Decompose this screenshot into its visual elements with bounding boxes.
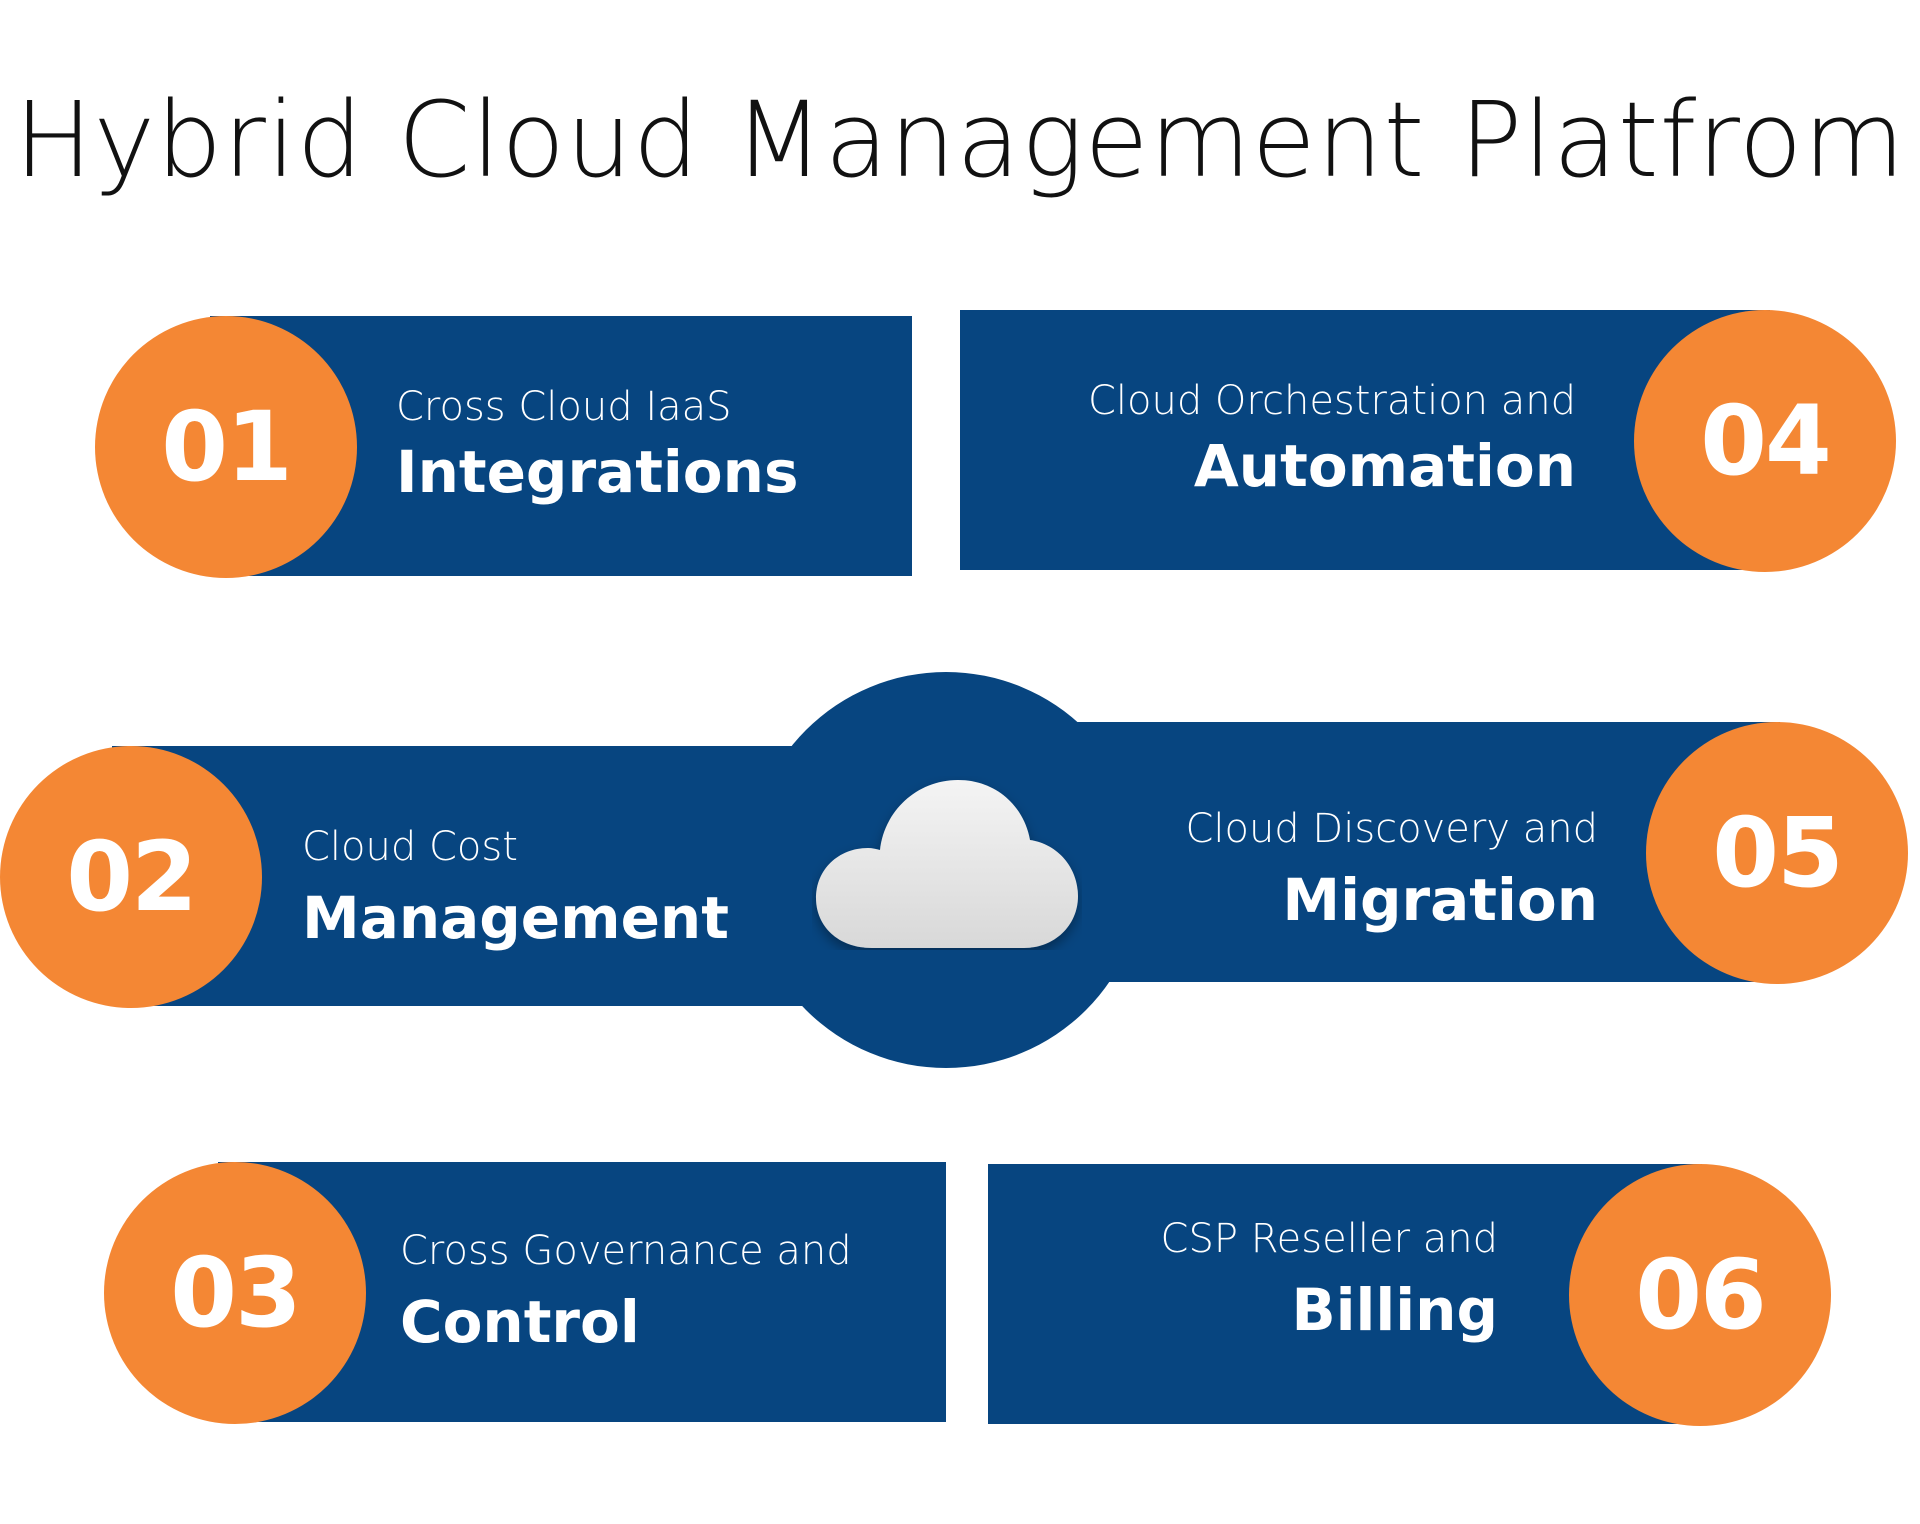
item-01-subtitle: Cross Cloud IaaS [396, 384, 732, 430]
item-04-label: Cloud Orchestration and Automation [1088, 370, 1576, 500]
item-02-number-badge: 02 [0, 746, 262, 1008]
item-02-label: Cloud Cost Management [302, 816, 729, 952]
item-06-subtitle: CSP Reseller and [1160, 1216, 1498, 1262]
item-03-heading: Control [400, 1288, 640, 1356]
item-06-label: CSP Reseller and Billing [1161, 1208, 1498, 1344]
item-06-heading: Billing [1291, 1276, 1498, 1344]
item-03-label: Cross Governance and Control [400, 1220, 852, 1356]
diagram-title: Hybrid Cloud Management Platfrom [14, 79, 1906, 201]
item-02-heading: Management [302, 884, 729, 952]
item-04-subtitle: Cloud Orchestration and [1087, 378, 1576, 424]
item-05-subtitle: Cloud Discovery and [1185, 806, 1598, 852]
item-05-number-badge: 05 [1646, 722, 1908, 984]
item-03-number-badge: 03 [104, 1162, 366, 1424]
item-03-subtitle: Cross Governance and [400, 1228, 852, 1274]
item-04-number-badge: 04 [1634, 310, 1896, 572]
item-01-number-badge: 01 [95, 316, 357, 578]
cloud-icon [816, 780, 1078, 948]
item-06-number-badge: 06 [1569, 1164, 1831, 1426]
item-02-subtitle: Cloud Cost [302, 824, 518, 870]
item-01-heading: Integrations [396, 438, 799, 506]
item-04-heading: Automation [1193, 432, 1576, 500]
item-05-heading: Migration [1282, 866, 1598, 934]
item-05-label: Cloud Discovery and Migration [1185, 798, 1598, 934]
item-01-label: Cross Cloud IaaS Integrations [396, 376, 798, 506]
